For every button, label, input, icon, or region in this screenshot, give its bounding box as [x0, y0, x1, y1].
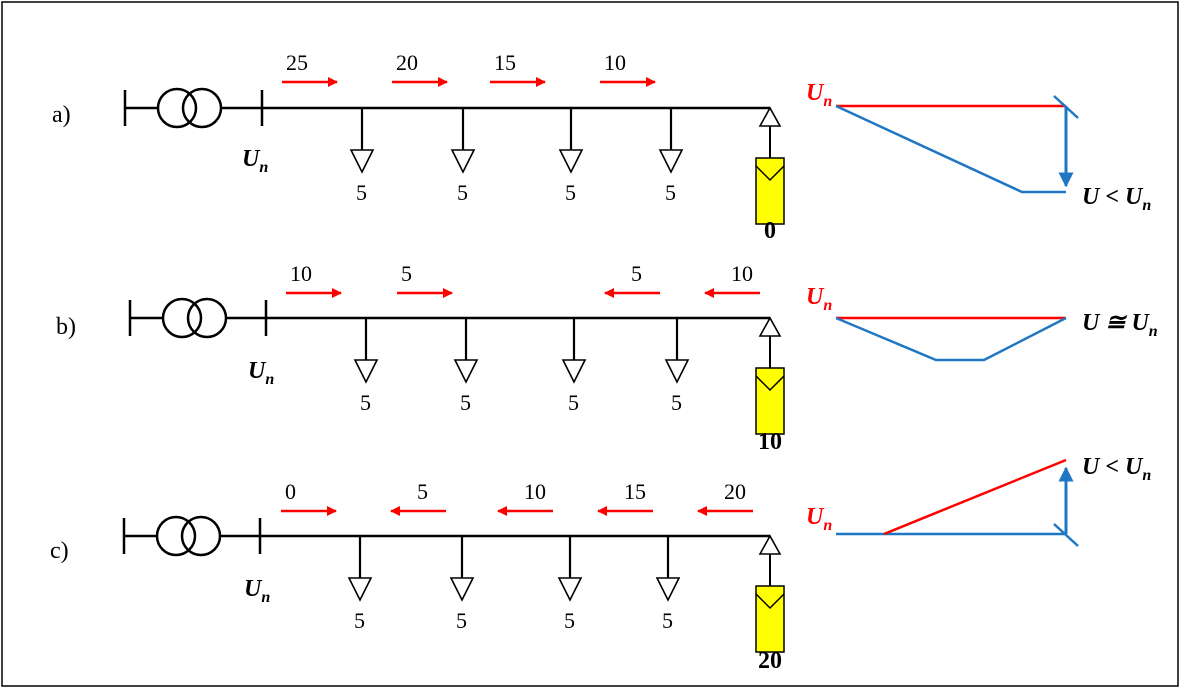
power-flow-value: 5: [417, 479, 428, 504]
voltage-profile-line: [835, 316, 1067, 362]
generator-injection-arrow: [758, 106, 782, 127]
voltage-profile-line: [835, 104, 1066, 194]
power-flow-value: 15: [494, 50, 516, 75]
load-triangle: [561, 359, 587, 384]
profile-end-tick: [1053, 523, 1079, 547]
power-flow-value: 5: [631, 261, 642, 286]
nominal-voltage-label: Un: [806, 284, 832, 314]
load-triangle: [557, 577, 583, 602]
load-triangle: [658, 149, 684, 174]
pv-panel-icon: [755, 367, 785, 435]
load-triangle: [347, 577, 373, 602]
busbar-voltage-label: Un: [244, 576, 270, 606]
load-value: 5: [360, 390, 371, 415]
end-voltage-condition: U < Un: [1082, 454, 1151, 484]
busbar-voltage-label: Un: [242, 146, 268, 176]
busbar-voltage-label: Un: [248, 358, 274, 388]
load-triangle: [453, 359, 479, 384]
load-value: 5: [460, 390, 471, 415]
load-value: 5: [565, 180, 576, 205]
transformer-winding-2: [186, 297, 228, 339]
generator-injection-arrow: [758, 316, 782, 337]
power-flow-value: 10: [524, 479, 546, 504]
end-voltage-condition: U ≅ Un: [1082, 310, 1158, 340]
load-triangle: [655, 577, 681, 602]
power-flow-value: 20: [396, 50, 418, 75]
load-value: 5: [568, 390, 579, 415]
transformer-winding-1: [156, 87, 198, 129]
load-triangle: [664, 359, 690, 384]
scenario-label: a): [52, 102, 71, 128]
power-flow-value: 20: [724, 479, 746, 504]
load-triangle: [558, 149, 584, 174]
generation-value: 20: [758, 648, 782, 674]
pv-panel-mark: [755, 375, 785, 392]
pv-panel-icon: [755, 585, 785, 653]
scenario-label: c): [50, 538, 69, 564]
load-triangle: [450, 149, 476, 174]
power-flow-value: 10: [731, 261, 753, 286]
load-value: 5: [662, 608, 673, 633]
load-value: 5: [354, 608, 365, 633]
load-triangle: [449, 577, 475, 602]
pv-panel-mark: [755, 593, 785, 610]
load-value: 5: [671, 390, 682, 415]
transformer-winding-1: [155, 515, 197, 557]
load-value: 5: [665, 180, 676, 205]
transformer-winding-2: [180, 515, 222, 557]
voltage-profile-line: [883, 458, 1067, 536]
load-value: 5: [564, 608, 575, 633]
transformer-winding-1: [161, 297, 203, 339]
pv-panel-icon: [755, 157, 785, 225]
power-flow-value: 10: [604, 50, 626, 75]
nominal-voltage-label: Un: [806, 504, 832, 534]
power-flow-value: 15: [624, 479, 646, 504]
power-flow-value: 0: [285, 479, 296, 504]
end-voltage-condition: U < Un: [1082, 184, 1151, 214]
scenario-a: a) Un 25 20 15 10 5 5 5 5 0 Un U < Un: [52, 50, 1151, 244]
load-triangle: [349, 149, 375, 174]
load-value: 5: [456, 608, 467, 633]
power-flow-value: 5: [401, 261, 412, 286]
scenario-label: b): [56, 314, 76, 340]
power-flow-value: 25: [286, 50, 308, 75]
load-triangle: [353, 359, 379, 384]
power-flow-value: 10: [290, 261, 312, 286]
generation-value: 0: [764, 218, 776, 244]
nominal-voltage-label: Un: [806, 80, 832, 110]
pv-panel-mark: [755, 165, 785, 182]
load-value: 5: [457, 180, 468, 205]
generation-value: 10: [758, 429, 782, 455]
transformer-winding-2: [181, 87, 223, 129]
generator-injection-arrow: [758, 534, 782, 555]
load-value: 5: [356, 180, 367, 205]
